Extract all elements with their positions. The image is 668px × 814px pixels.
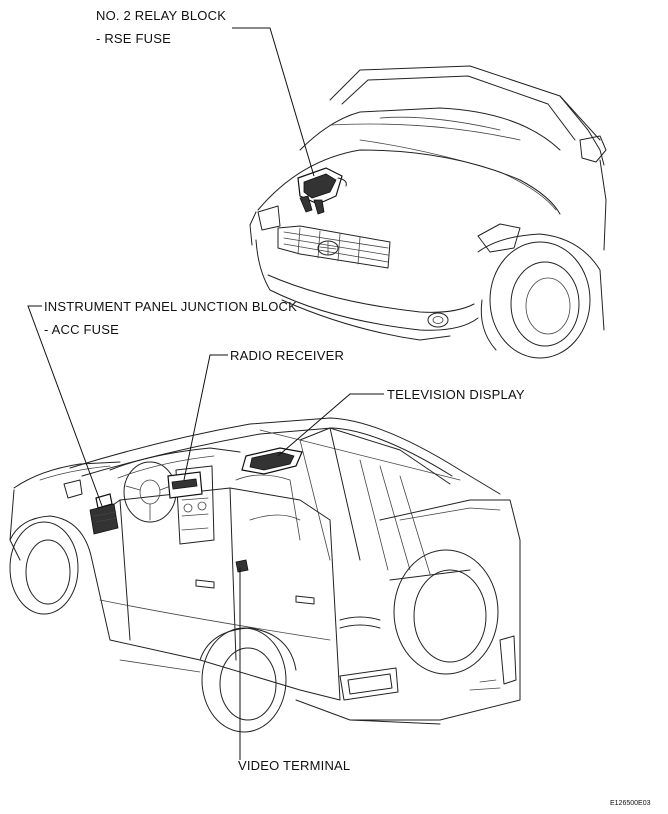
front-vehicle-drawing — [249, 65, 607, 359]
video-terminal-label: VIDEO TERMINAL — [238, 758, 351, 773]
junction-block-part — [89, 493, 119, 535]
junction-block-label: INSTRUMENT PANEL JUNCTION BLOCK — [44, 299, 297, 314]
television-display-part — [241, 447, 303, 475]
leader-radio-receiver — [183, 354, 228, 481]
leader-junction-block — [27, 305, 103, 507]
relay-block-part — [297, 167, 347, 215]
television-display-label: TELEVISION DISPLAY — [387, 387, 525, 402]
radio-receiver-label: RADIO RECEIVER — [230, 348, 345, 363]
rse-fuse-label: - RSE FUSE — [96, 31, 171, 46]
acc-fuse-label: - ACC FUSE — [44, 322, 119, 337]
leader-relay-block — [232, 27, 315, 177]
radio-receiver-part — [167, 471, 203, 499]
leader-television-display — [277, 393, 384, 457]
leader-lines — [27, 27, 384, 760]
video-terminal-part — [235, 559, 249, 573]
figure-code: E126500E03 — [610, 800, 651, 807]
relay-block-label: NO. 2 RELAY BLOCK — [96, 8, 227, 23]
